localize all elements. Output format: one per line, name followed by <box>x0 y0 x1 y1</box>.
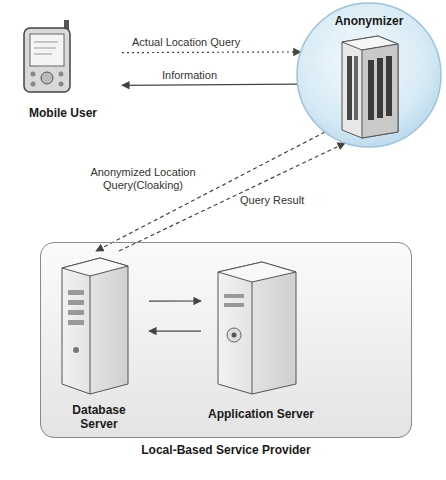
node-label: Local-Based Service Provider <box>141 443 310 457</box>
circle-fill <box>297 3 441 147</box>
connector-arrow <box>122 84 298 85</box>
provider-group: Local-Based Service ProviderDatabase Ser… <box>40 242 412 438</box>
device-node: Mobile User <box>4 18 122 122</box>
node-label: Database Server <box>63 403 135 431</box>
edge-label: Query Result <box>238 194 306 207</box>
edge-label: Anonymized Location Query(Cloaking) <box>80 166 206 192</box>
edge-label: Information <box>160 69 219 82</box>
connector-arrow <box>149 300 201 301</box>
node-label: Anonymizer <box>335 14 404 28</box>
circle-outline-shape <box>297 3 441 147</box>
connector-arrow <box>122 51 301 53</box>
node-label: Application Server <box>208 407 314 421</box>
node-label: Mobile User <box>29 106 97 120</box>
connector-arrow <box>119 143 345 251</box>
panel-fill <box>40 242 412 438</box>
server-icon <box>342 36 398 138</box>
anonymizer-circle: Anonymizer <box>296 2 442 148</box>
connector-arrow <box>149 330 201 331</box>
edge-label: Actual Location Query <box>130 36 242 49</box>
device-node: Database Server <box>49 251 149 433</box>
phone-icon <box>24 20 70 92</box>
application-server-icon <box>218 262 296 394</box>
device-node: Application Server <box>201 257 321 423</box>
database-server-icon <box>62 258 128 394</box>
